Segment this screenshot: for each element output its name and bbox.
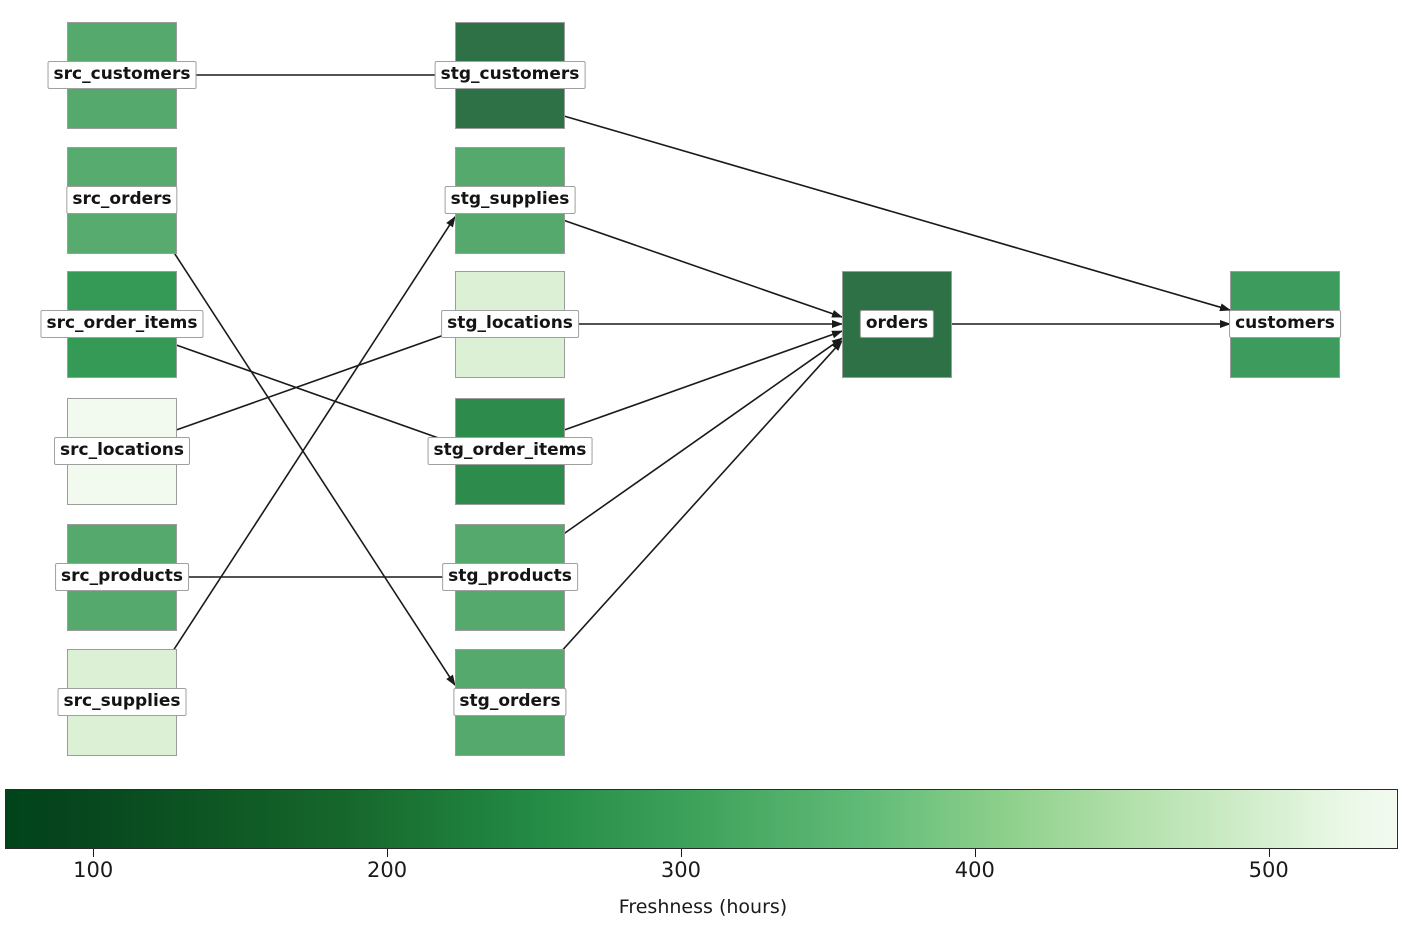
colorbar-gradient xyxy=(5,789,1398,849)
node-label-src_customers[interactable]: src_customers xyxy=(47,61,197,89)
node-label-src_order_items[interactable]: src_order_items xyxy=(40,310,204,338)
colorbar-tick-300 xyxy=(680,849,682,857)
edge-stg_order_items-to-orders xyxy=(562,330,843,432)
node-label-stg_orders[interactable]: stg_orders xyxy=(453,688,567,716)
edge-stg_customers-to-customers xyxy=(559,114,1231,312)
node-label-src_orders[interactable]: src_orders xyxy=(66,186,178,214)
node-label-stg_supplies[interactable]: stg_supplies xyxy=(444,186,576,214)
node-label-stg_products[interactable]: stg_products xyxy=(442,563,578,591)
colorbar-tick-100 xyxy=(93,849,95,857)
edge-stg_supplies-to-orders xyxy=(562,219,843,318)
edge-stg_orders-to-orders xyxy=(558,340,843,655)
colorbar-tick-500 xyxy=(1268,849,1270,857)
edge-stg_products-to-orders xyxy=(559,337,843,538)
colorbar-tick-label-200: 200 xyxy=(366,858,408,882)
node-label-stg_customers[interactable]: stg_customers xyxy=(434,61,586,89)
colorbar-tick-label-400: 400 xyxy=(954,858,995,882)
edge-src_supplies-to-stg_supplies xyxy=(170,215,456,655)
edge-src_orders-to-stg_orders xyxy=(170,247,456,687)
colorbar-tick-label-500: 500 xyxy=(1248,858,1289,882)
colorbar-tick-label-100: 100 xyxy=(73,858,114,882)
node-label-src_products[interactable]: src_products xyxy=(55,563,189,591)
node-label-src_locations[interactable]: src_locations xyxy=(54,437,190,465)
node-label-orders[interactable]: orders xyxy=(859,310,935,338)
colorbar-axis-label: Freshness (hours) xyxy=(618,896,788,918)
node-label-src_supplies[interactable]: src_supplies xyxy=(57,688,187,716)
colorbar-tick-400 xyxy=(974,849,976,857)
node-label-customers[interactable]: customers xyxy=(1229,310,1341,338)
node-label-stg_locations[interactable]: stg_locations xyxy=(441,310,579,338)
edge-src_locations-to-stg_locations xyxy=(174,330,456,432)
edge-src_order_items-to-stg_order_items xyxy=(174,343,456,445)
colorbar xyxy=(5,789,1398,849)
colorbar-tick-label-300: 300 xyxy=(660,858,701,882)
colorbar-tick-200 xyxy=(387,849,389,857)
node-label-stg_order_items[interactable]: stg_order_items xyxy=(427,437,593,465)
